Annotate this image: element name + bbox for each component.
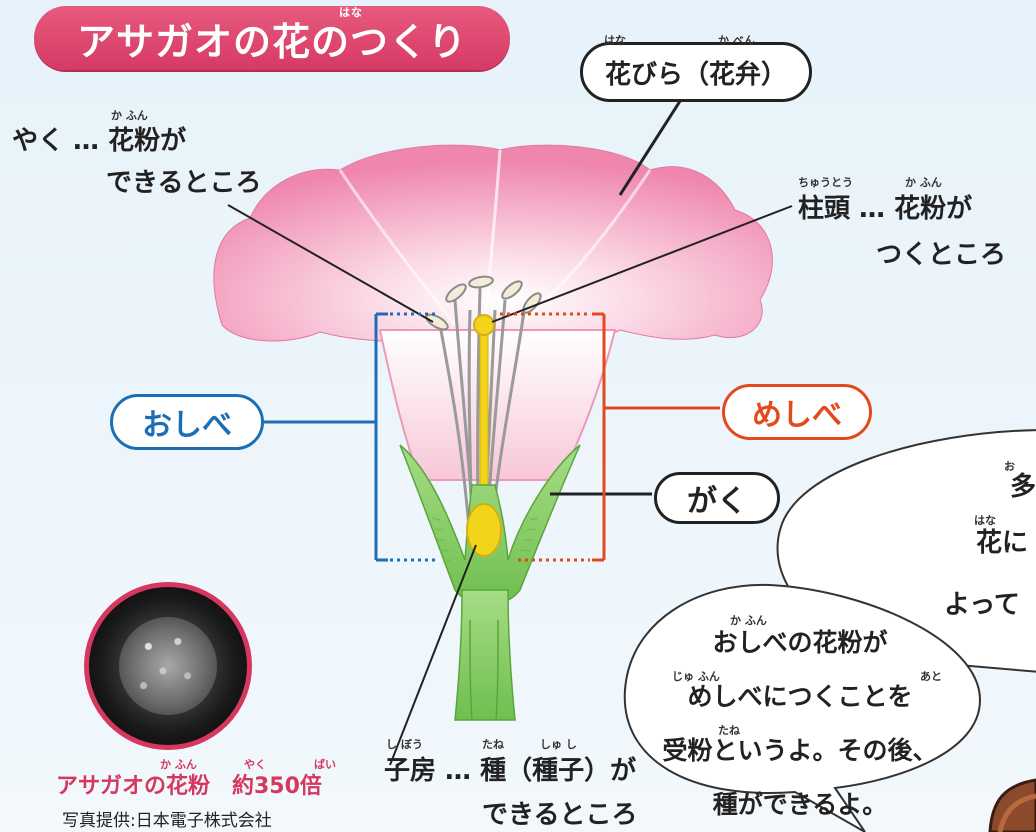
photo-caption: アサガオの花粉 約350倍 (56, 774, 322, 799)
petal-label: 花びら（花弁） (580, 42, 812, 102)
bubble-ruby-jufun: じゅ ふん (672, 670, 720, 683)
pistil-style (479, 324, 489, 511)
stigma (473, 314, 495, 336)
ovary-ruby-shibou: し ぼう (386, 738, 423, 751)
speech-bubble (623, 583, 982, 832)
partial-ruby-hana: はな (974, 514, 996, 527)
stamen-bracket (264, 312, 436, 562)
partial-bubble-line3: よって (944, 590, 1020, 620)
pollen-photo (84, 582, 252, 750)
anthers (425, 275, 542, 331)
photo-ruby-yaku: やく (244, 758, 266, 771)
sepal-label: がく (654, 472, 780, 524)
ovary-label-line2: できるところ (482, 800, 638, 830)
speech-bubble-text: おしべの花粉が めしべにつくことを 受粉というよ。その後、 種ができるよ。 (662, 628, 938, 819)
anther-ruby: か ふん (111, 109, 148, 122)
bubble-ruby-tane: たね (718, 724, 740, 737)
stigma-label-line2: つくところ (876, 240, 1007, 270)
partial-bubble-line2: 花に (976, 528, 1029, 558)
anther-label-line1: やく … 花粉が (12, 126, 187, 156)
stigma-ruby-kafun: か ふん (905, 176, 942, 189)
partial-bubble-line1: 多 (1010, 472, 1036, 502)
photo-ruby-bai: ばい (314, 758, 336, 771)
petal-ruby-kaben: か べん (718, 34, 755, 47)
bubble-ruby-ato: あと (920, 670, 942, 683)
ovary (466, 503, 502, 557)
photo-ruby-kafun: か ふん (160, 758, 197, 771)
title-ruby: はな (339, 6, 363, 19)
photo-credit: 写真提供:日本電子株式会社 (62, 811, 272, 831)
pistil-label: めしべ (722, 384, 872, 440)
stamen-label: おしべ (110, 394, 264, 450)
stigma-ruby-chutou: ちゅうとう (798, 176, 853, 189)
ovary-ruby-tane: たね (482, 738, 504, 751)
stem (454, 589, 516, 721)
partial-ruby-o: お (1004, 460, 1015, 473)
pistil-bracket (500, 312, 720, 562)
bubble-ruby-kafun: か ふん (730, 614, 767, 627)
stigma-label-line1: 柱頭 … 花粉が (798, 194, 973, 224)
page-title: はな アサガオの花のつくり (34, 6, 510, 70)
ovary-label-line1: 子房 … 種（種子）が (384, 756, 637, 786)
anther-label-line2: できるところ (106, 168, 262, 198)
ovary-ruby-shushi: しゅ し (540, 738, 577, 751)
petal-ruby-hana: はな (604, 34, 626, 47)
